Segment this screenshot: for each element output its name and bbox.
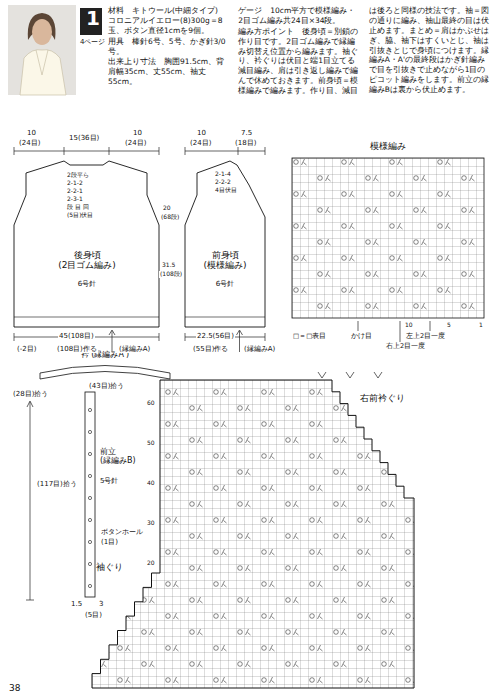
dimension-label: 2-1-2 — [66, 180, 84, 187]
dimension-label: 10 — [132, 129, 143, 137]
piece-title: 右前衿ぐり — [360, 393, 418, 403]
dimension-label: 段 目 回 — [66, 204, 90, 211]
dimension-label: 10 — [196, 129, 207, 137]
dimension-label: (68段) — [160, 214, 180, 221]
piece-title: 前立 (縁編みB) — [100, 447, 142, 465]
needle-size: 5号針 — [100, 477, 142, 485]
instruction-text: 材料 キトウール(中細タイプ) コロニアルイエロー(8)300g＝8玉、ボタン直… — [108, 6, 229, 36]
dimension-label: (5目) — [84, 611, 103, 619]
dimension-label: 3 — [98, 600, 104, 608]
dimension-label: 2段平ら — [66, 172, 90, 179]
dimension-label: 4目伏目 — [214, 187, 238, 194]
dimension-label: □＝□表目 — [292, 333, 327, 340]
page-number: 38 — [8, 683, 21, 693]
needle-size: 6号針 — [46, 280, 128, 288]
piece-title: 前身頃 (模様編み) — [189, 250, 261, 271]
instructions: 材料 キトウール(中細タイプ) コロニアルイエロー(8)300g＝8玉、ボタン直… — [108, 6, 490, 118]
dimension-label: 30 — [146, 520, 156, 527]
dimension-label: 60 — [146, 400, 156, 407]
back-body-piece: 後身頃 (2目ゴム編み) 6号針 — [14, 155, 159, 327]
dimension-label: 右上2目一度 — [385, 343, 426, 350]
dimension-label: (24目) — [18, 139, 41, 147]
dimension-label: (43目)拾う — [88, 382, 125, 390]
dimension-label: (24目) — [124, 139, 147, 147]
piece-title: 模様編み — [290, 141, 486, 151]
dimension-label: 50 — [146, 440, 156, 447]
dimension-label: 2-3-1 — [66, 196, 84, 203]
dimension-label: かけ目 — [350, 333, 373, 340]
model-number: 1 — [85, 7, 101, 30]
dimension-label: 10 — [404, 322, 414, 329]
dimension-label: 10 — [26, 129, 37, 137]
dimension-label: 4ページ — [79, 38, 106, 46]
piece-title: 後身頃 (2目ゴム編み) — [46, 250, 128, 271]
dimension-label: 2-2-2 — [214, 179, 232, 186]
dimension-label: 20 — [162, 205, 172, 212]
dimension-label: 2-1-4 — [214, 171, 232, 178]
dimension-label: 40 — [146, 480, 156, 487]
needle-size: 袖ぐり — [96, 562, 136, 572]
dimension-label: 左上2目一度 — [405, 333, 446, 340]
dimension-label: ボタンホール — [100, 528, 144, 536]
needle-size: 6号針 — [189, 280, 261, 288]
dimension-label: 45(108目) — [58, 332, 95, 340]
dimension-label: 31.5 — [161, 262, 176, 269]
dimension-label: (108目)作る — [56, 345, 98, 353]
pattern-chart: 模様編み — [290, 140, 486, 322]
dimension-label: (-2目) — [16, 345, 37, 353]
piece-outline — [14, 155, 159, 327]
dimension-label: (縁編みA) — [243, 345, 276, 353]
dimension-label: 1 — [478, 322, 484, 329]
instruction-text: 用具 棒針6号、5号、かぎ針3/0号。 — [108, 37, 229, 57]
dimension-label: (24目) — [189, 139, 212, 147]
dimension-label: 15(36目) — [68, 134, 100, 142]
dimension-label: 22.5(56目) — [196, 332, 235, 340]
collar-band: 衿 (縁編みA') — [40, 352, 170, 380]
dimension-label: (55目)作る — [192, 345, 229, 353]
instruction-text: 出来上り寸法 胸囲91.5cm、背肩幅35cm、丈55cm、袖丈55cm。 — [108, 57, 229, 87]
dimension-label: (1目) — [100, 538, 119, 546]
dimension-label: (18目) — [234, 139, 257, 147]
dimension-label: (5目)伏目 — [66, 212, 95, 219]
dimension-label: 7.5 — [240, 129, 253, 137]
dimension-label: (縁編みA) — [118, 345, 151, 353]
dimension-label: (28目)拾う — [12, 390, 49, 398]
dimension-label: 2-2-1 — [66, 188, 84, 195]
dimension-label: 20 — [146, 560, 156, 567]
dimension-label: (108段) — [159, 271, 183, 278]
dimension-label: 1.5 — [70, 600, 83, 608]
dimension-label: (117目)拾う — [36, 480, 78, 488]
dimension-label: 5 — [446, 322, 452, 329]
instruction-text: ゲージ 10cm平方で模様編み・2目ゴム編み共24目×34段。 — [238, 6, 359, 26]
piece-outline — [290, 140, 486, 322]
